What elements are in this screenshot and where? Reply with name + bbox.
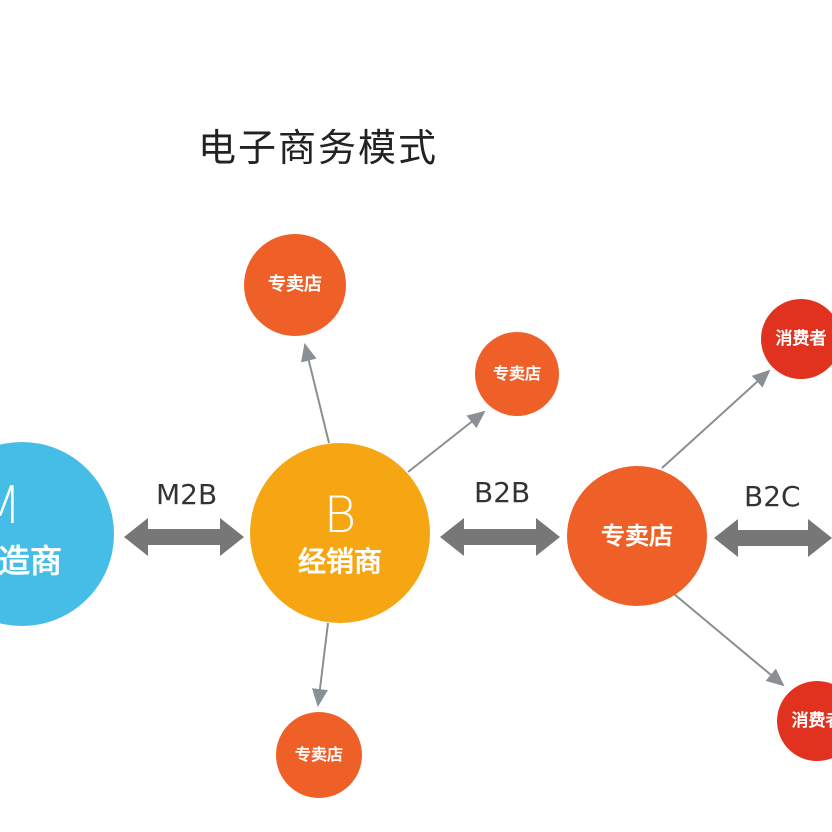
distributor-letter: B — [323, 486, 357, 545]
consumer-bottom-label: 消费者 — [791, 710, 832, 731]
manufacturer-letter: M — [0, 477, 22, 535]
m2b-double-arrow — [124, 518, 244, 556]
b2c-double-arrow — [714, 519, 832, 557]
store-upper-right-node: 专卖店 — [475, 332, 559, 416]
distributor-node: B 经销商 — [250, 443, 430, 623]
b2b-double-arrow — [440, 518, 560, 556]
b2c-label: B2C — [744, 480, 801, 513]
store-bottom-label: 专卖店 — [294, 745, 343, 765]
m2b-label: M2B — [156, 478, 218, 511]
arrow-distributor-to-store-upper-right — [407, 410, 486, 473]
store-bottom-node: 专卖店 — [276, 712, 362, 798]
store-main-node: 专卖店 — [567, 466, 707, 606]
arrow-store-to-consumer-bottom — [673, 593, 785, 687]
diagram-title: 电子商务模式 — [198, 126, 439, 170]
arrow-distributor-to-store-top — [301, 343, 330, 444]
consumer-top-node: 消费者 — [761, 299, 832, 379]
store-top-label: 专卖店 — [268, 274, 322, 296]
distributor-label: 经销商 — [297, 545, 382, 579]
manufacturer-label-clip: 制造商 — [0, 542, 62, 580]
manufacturer-label: 制造商 — [0, 542, 62, 580]
arrow-store-to-consumer-top — [661, 369, 771, 469]
store-upper-right-label: 专卖店 — [492, 364, 541, 384]
store-top-node: 专卖店 — [244, 234, 346, 336]
store-main-label: 专卖店 — [601, 521, 673, 550]
arrow-distributor-to-store-bottom — [311, 622, 329, 707]
b2b-label: B2B — [474, 476, 531, 509]
consumer-top-label: 消费者 — [775, 328, 827, 349]
